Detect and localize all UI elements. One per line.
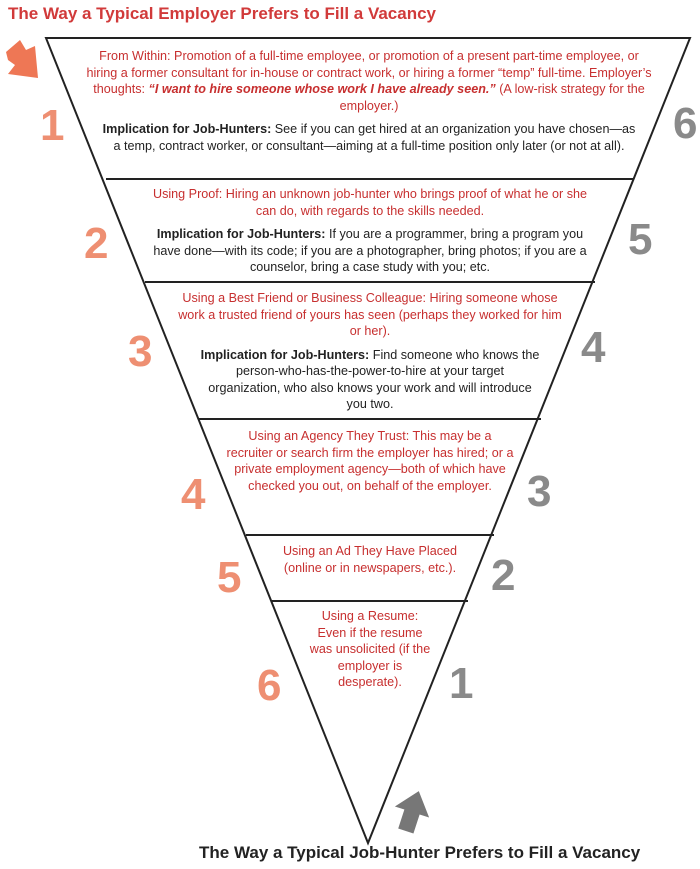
band-1: From Within: Promotion of a full-time em… (86, 48, 652, 154)
strategy-text: Using an Agency They Trust: This may be … (226, 429, 514, 493)
band-4: Using an Agency They Trust: This may be … (226, 428, 514, 494)
employer-preference-title: The Way a Typical Employer Prefers to Fi… (8, 4, 437, 23)
employer-rank: 5 (217, 553, 242, 602)
jobhunter-preference-title: The Way a Typical Job-Hunter Prefers to … (199, 843, 641, 862)
band-5: Using an Ad They Have Placed (online or … (278, 543, 462, 576)
jobhunter-rank: 6 (673, 99, 698, 148)
employer-rank: 4 (181, 470, 206, 519)
implication-text: Implication for Job-Hunters: See if you … (102, 122, 636, 153)
jobhunter-rank: 3 (527, 467, 552, 516)
employer-rank: 6 (257, 661, 282, 710)
strategy-text: Using a Resume: Even if the resume was u… (309, 609, 431, 689)
strategy-text: From Within: Promotion of a full-time em… (86, 49, 652, 113)
jobhunter-rank: 5 (628, 215, 653, 264)
strategy-text: Using an Ad They Have Placed (online or … (282, 544, 458, 575)
implication-text: Implication for Job-Hunters: Find someon… (200, 347, 540, 412)
arrow-up-icon (394, 791, 430, 834)
employer-rank: 2 (84, 219, 109, 268)
jobhunter-rank: 1 (449, 659, 474, 708)
arrow-down-icon (6, 40, 38, 78)
employer-rank: 1 (40, 101, 65, 150)
strategy-text: Using Proof: Hiring an unknown job-hunte… (152, 187, 588, 218)
jobhunter-rank: 2 (491, 551, 516, 600)
band-6: Using a Resume: Even if the resume was u… (306, 608, 434, 691)
employer-rank: 3 (128, 327, 153, 376)
jobhunter-rank: 4 (581, 323, 606, 372)
pyramid-outline (44, 37, 692, 846)
band-2: Using Proof: Hiring an unknown job-hunte… (142, 186, 598, 276)
implication-text: Implication for Job-Hunters: If you are … (153, 227, 587, 274)
band-3: Using a Best Friend or Business Colleagu… (178, 290, 562, 413)
strategy-text: Using a Best Friend or Business Colleagu… (178, 291, 562, 338)
